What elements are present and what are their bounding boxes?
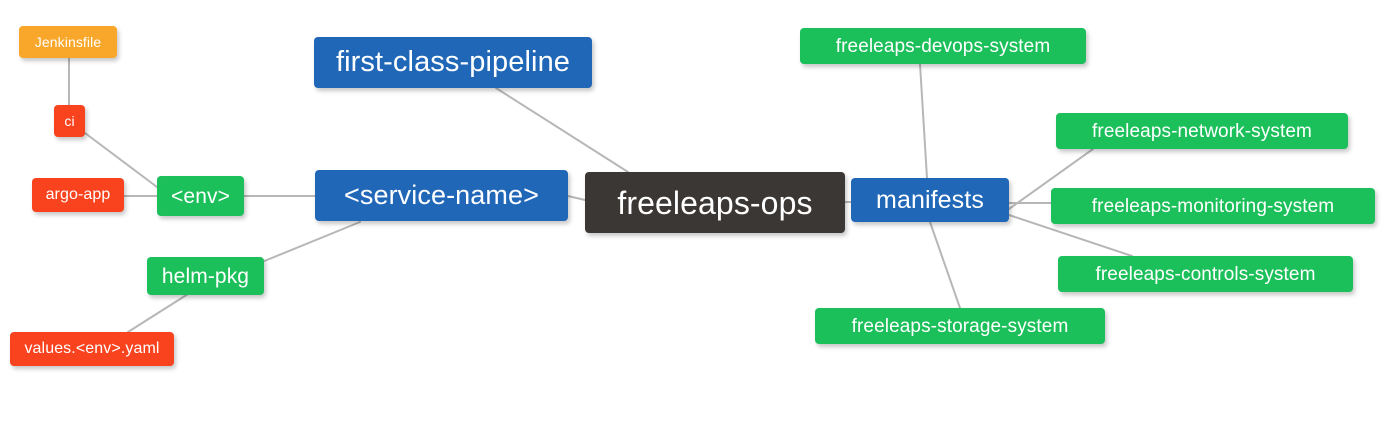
node-freeleaps-ops[interactable]: freeleaps-ops [585,172,845,233]
edge-manifests-to-freeleaps-storage-system [929,221,961,309]
node-ci[interactable]: ci [54,105,85,137]
edge-service-name-to-freeleaps-ops [567,195,586,201]
node-first-class-pipeline[interactable]: first-class-pipeline [314,37,592,88]
node-env[interactable]: <env> [157,176,244,216]
node-label-freeleaps-monitoring-system: freeleaps-monitoring-system [1091,195,1335,217]
node-label-freeleaps-controls-system: freeleaps-controls-system [1095,263,1316,285]
node-label-freeleaps-network-system: freeleaps-network-system [1092,120,1312,142]
edge-manifests-to-freeleaps-devops-system [919,63,928,179]
edge-helm-pkg-to-service-name [261,221,361,263]
node-label-freeleaps-ops: freeleaps-ops [617,184,813,221]
node-label-freeleaps-storage-system: freeleaps-storage-system [851,315,1069,337]
node-freeleaps-network-system[interactable]: freeleaps-network-system [1056,113,1348,149]
node-jenkinsfile[interactable]: Jenkinsfile [19,26,117,58]
node-label-argo-app: argo-app [45,186,111,203]
node-label-first-class-pipeline: first-class-pipeline [335,46,571,78]
node-label-env: <env> [171,184,230,208]
node-label-jenkinsfile: Jenkinsfile [34,34,102,50]
node-label-freeleaps-devops-system: freeleaps-devops-system [835,35,1051,57]
edge-values-yaml-to-helm-pkg [127,293,189,333]
node-freeleaps-monitoring-system[interactable]: freeleaps-monitoring-system [1051,188,1375,224]
node-label-manifests: manifests [876,185,984,214]
node-label-values-yaml: values.<env>.yaml [24,340,160,357]
node-service-name[interactable]: <service-name> [315,170,568,221]
node-argo-app[interactable]: argo-app [32,178,124,212]
node-freeleaps-storage-system[interactable]: freeleaps-storage-system [815,308,1105,344]
node-freeleaps-devops-system[interactable]: freeleaps-devops-system [800,28,1086,64]
node-label-helm-pkg: helm-pkg [161,264,250,288]
node-freeleaps-controls-system[interactable]: freeleaps-controls-system [1058,256,1353,292]
edge-first-class-pipeline-to-freeleaps-ops [495,87,629,173]
node-values-yaml[interactable]: values.<env>.yaml [10,332,174,366]
node-helm-pkg[interactable]: helm-pkg [147,257,264,295]
node-label-ci: ci [64,113,75,129]
node-label-service-name: <service-name> [344,180,539,210]
node-manifests[interactable]: manifests [851,178,1009,222]
